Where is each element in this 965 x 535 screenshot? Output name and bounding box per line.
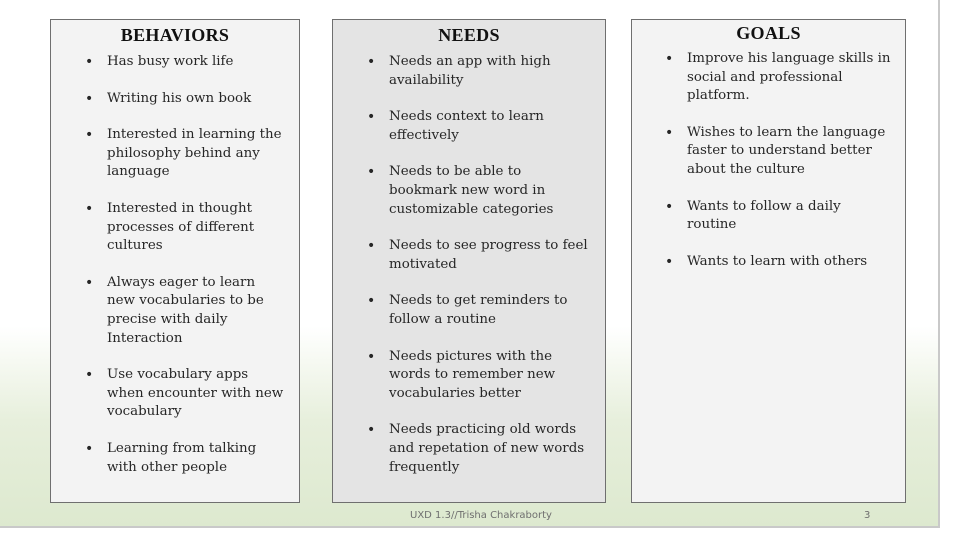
list-item: •Always eager to learn new vocabularies … [85, 274, 264, 346]
bullet-icon: • [85, 367, 94, 384]
list-item: •Wants to learn with others [665, 253, 868, 270]
needs-list: •Needs an app with high availability •Ne… [333, 53, 605, 477]
slide: BEHAVIORS •Has busy work life •Writing h… [0, 0, 940, 528]
list-item: •Needs to be able to bookmark new word i… [367, 164, 554, 217]
footer-author: UXD 1.3//Trisha Chakraborty [410, 510, 552, 521]
bullet-icon: • [85, 440, 94, 457]
bullet-icon: • [665, 253, 674, 270]
bullet-icon: • [85, 54, 94, 70]
list-item: •Wishes to learn the language faster to … [665, 124, 886, 177]
goals-list: •Improve his language skills in social a… [632, 50, 905, 271]
bullet-icon: • [85, 274, 94, 291]
list-item: •Wants to follow a daily routine [665, 198, 841, 233]
bullet-icon: • [85, 90, 94, 107]
list-item: •Needs pictures with the words to rememb… [367, 348, 556, 401]
behaviors-panel: BEHAVIORS •Has busy work life •Writing h… [50, 19, 300, 503]
bullet-icon: • [367, 109, 376, 126]
bullet-icon: • [665, 198, 674, 215]
background-margin [940, 0, 965, 535]
behaviors-title: BEHAVIORS [120, 25, 230, 45]
list-item: •Improve his language skills in social a… [665, 51, 891, 104]
list-item: •Writing his own book [85, 90, 252, 107]
goals-panel: GOALS •Improve his language skills in so… [631, 19, 906, 503]
bullet-icon: • [367, 164, 376, 181]
list-item: •Learning from talking with other people [85, 440, 257, 475]
list-item: •Has busy work life [85, 54, 234, 70]
list-item: •Needs practicing old words and repetati… [367, 422, 585, 475]
bullet-icon: • [367, 293, 376, 310]
list-item: •Interested in learning the philosophy b… [85, 127, 282, 180]
needs-title: NEEDS [438, 25, 500, 45]
list-item: •Needs context to learn effectively [367, 109, 544, 143]
bullet-icon: • [85, 127, 94, 144]
list-item: •Needs to get reminders to follow a rout… [367, 293, 568, 327]
goals-title: GOALS [736, 23, 801, 43]
list-item: •Needs an app with high availability [367, 54, 551, 88]
needs-panel: NEEDS •Needs an app with high availabili… [332, 19, 606, 503]
page-number: 3 [864, 510, 871, 521]
bullet-icon: • [85, 200, 94, 217]
bullet-icon: • [367, 348, 376, 365]
bullet-icon: • [367, 238, 376, 255]
list-item: •Use vocabulary apps when encounter with… [85, 367, 284, 420]
bullet-icon: • [665, 124, 674, 141]
behaviors-list: •Has busy work life •Writing his own boo… [51, 53, 299, 477]
bullet-icon: • [665, 51, 674, 67]
list-item: •Interested in thought processes of diff… [85, 200, 255, 254]
bullet-icon: • [367, 422, 376, 439]
list-item: •Needs to see progress to feel motivated [367, 238, 588, 272]
bullet-icon: • [367, 54, 376, 70]
